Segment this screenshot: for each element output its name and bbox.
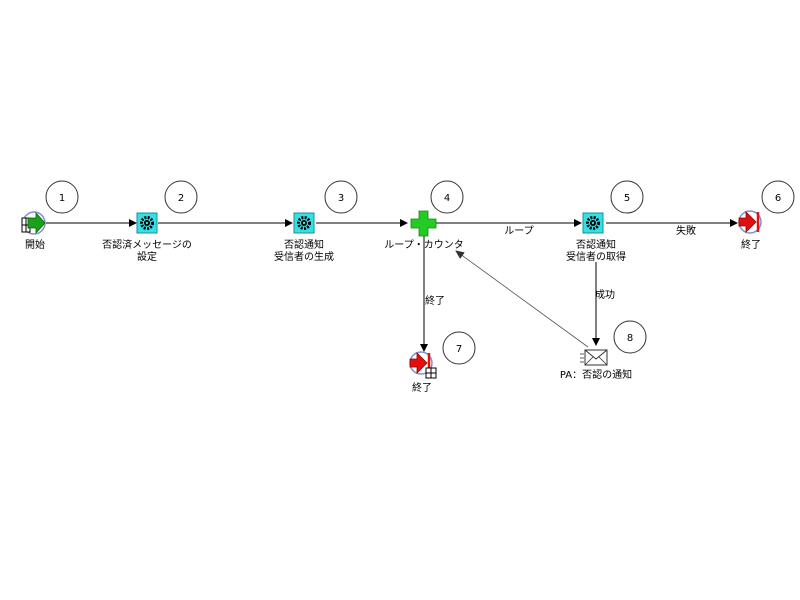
node-label-line1: 否認通知 [284,238,324,251]
node-end-fail[interactable]: 6 終了 [738,180,795,251]
node-number: 4 [444,193,450,204]
node-notification[interactable]: 8 PA：否認の通知 [560,320,647,381]
node-label-line1: 否認済メッセージの [102,238,192,251]
node-number-circle [164,180,198,214]
node-number-circle [45,180,79,214]
end-icon [409,351,437,379]
plus-icon [410,210,437,237]
gear-icon [582,212,604,234]
gear-icon [136,212,158,234]
start-icon [21,211,46,235]
node-set-message[interactable]: 2 否認済メッセージの 設定 [102,180,198,263]
node-end-loop[interactable]: 7 終了 [409,331,476,394]
node-number-circle [613,320,647,354]
node-number: 3 [338,193,344,204]
end-icon [738,210,762,234]
node-number: 6 [775,193,781,204]
node-number: 8 [627,333,633,344]
node-label: 終了 [741,238,761,251]
node-label-line2: 設定 [137,250,157,263]
node-number: 1 [59,193,65,204]
node-loop-counter[interactable]: 4 ループ・カウンタ [384,180,464,251]
node-label-line2: 受信者の取得 [566,251,626,263]
node-number: 7 [456,344,462,355]
node-number-circle [324,180,358,214]
node-label: 開始 [25,238,45,251]
node-get-recipients[interactable]: 5 否認通知 受信者の取得 [566,180,644,263]
node-label: 終了 [412,381,432,394]
edge-label-end: 終了 [425,294,445,307]
node-label: ループ・カウンタ [384,239,463,251]
edge-label-success: 成功 [595,289,615,301]
node-label-line2: 受信者の生成 [274,250,334,263]
node-label-line1: 否認通知 [576,238,616,251]
edge-label-fail: 失敗 [676,224,696,237]
edge-label-loop: ループ [504,225,533,237]
node-label: PA：否認の通知 [560,368,632,381]
node-number-circle [442,331,476,365]
node-number-circle [761,180,795,214]
envelope-icon [580,349,608,366]
node-generate-recipients[interactable]: 3 否認通知 受信者の生成 [274,180,358,263]
edge-notify-to-loop [455,250,589,348]
gear-icon [293,212,315,234]
node-number-circle [430,180,464,214]
node-number: 2 [178,193,184,204]
node-number-circle [610,180,644,214]
node-start[interactable]: 1 開始 [21,180,79,251]
node-number: 5 [624,193,630,204]
